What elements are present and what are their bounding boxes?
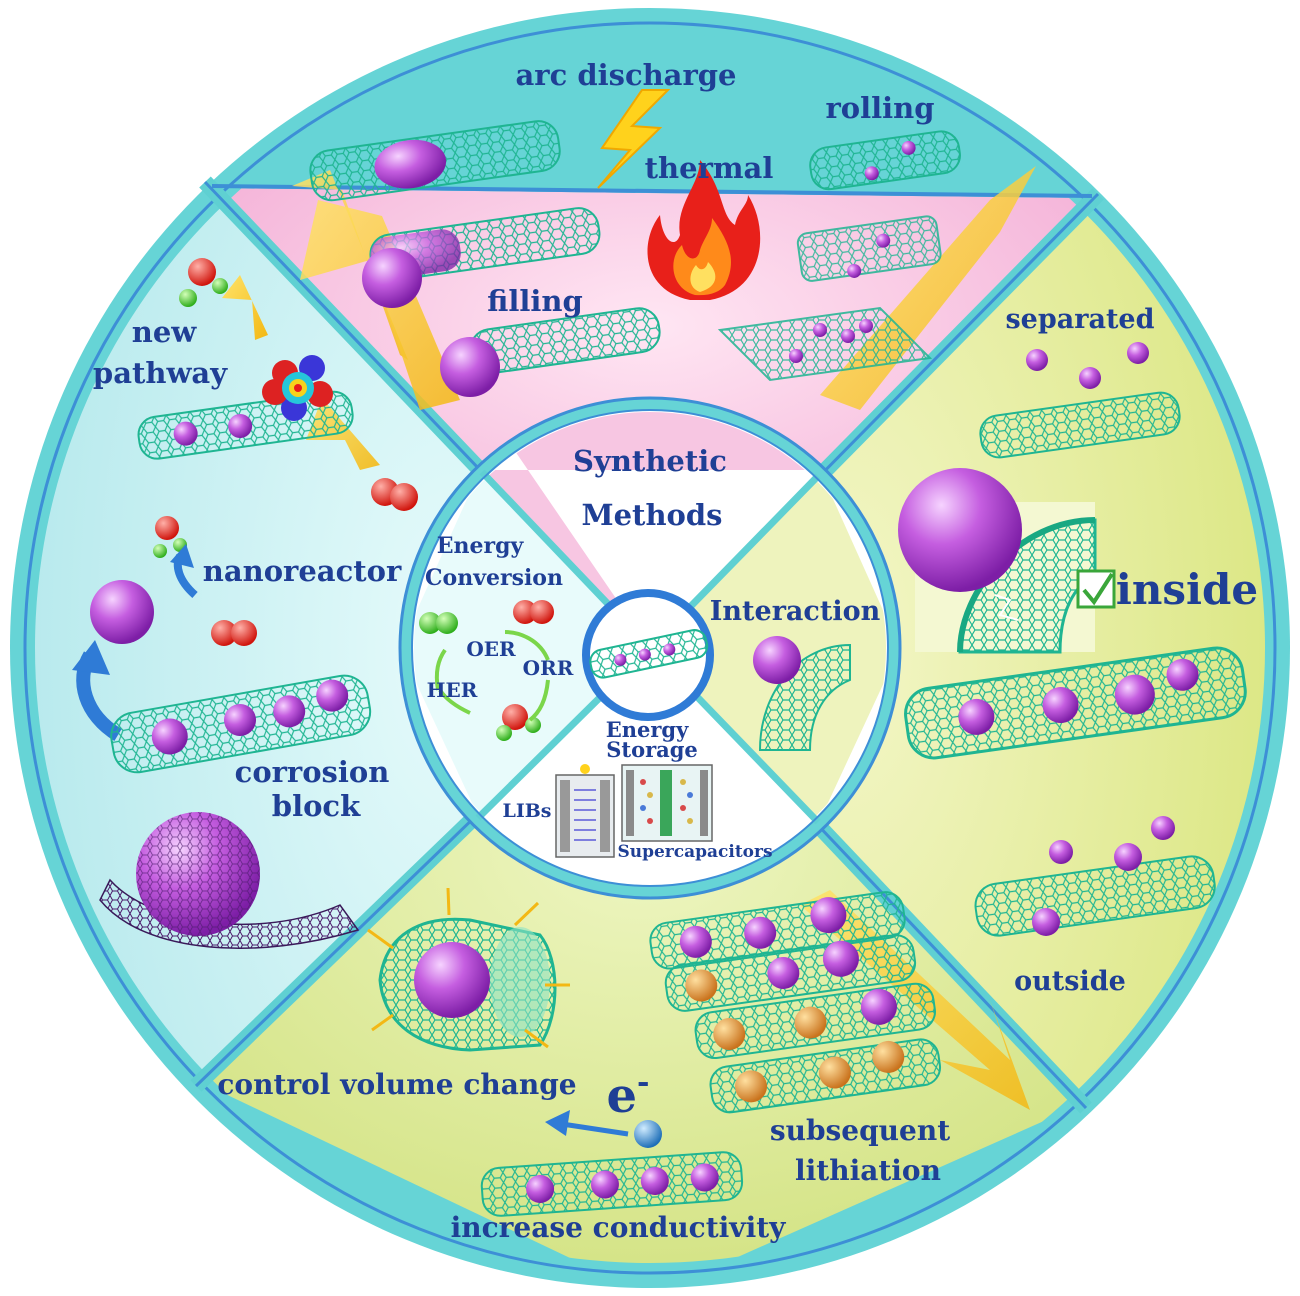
- particle: [90, 580, 154, 644]
- label-energy-storage-2: Storage: [606, 737, 698, 762]
- inside-zoom: [898, 468, 1097, 654]
- compression-arrows: [367, 887, 570, 1049]
- label-orr: ORR: [523, 656, 574, 680]
- label-oer: OER: [466, 637, 516, 661]
- sector-energy-conversion: [35, 33, 650, 1263]
- label-subsequent: subsequent: [770, 1114, 950, 1147]
- label-energy-conversion-1: Energy: [437, 533, 525, 559]
- catalyst-site-icon: [262, 355, 333, 421]
- label-libs: LIBs: [502, 800, 551, 822]
- supercapacitor-icon: [621, 764, 713, 842]
- label-inside: inside: [1116, 565, 1258, 614]
- label-methods: Methods: [582, 498, 723, 532]
- outer-ring-line: [23, 21, 1277, 1275]
- label-rolling: rolling: [825, 91, 934, 125]
- arrow-left-up: [300, 200, 460, 410]
- label-separated: separated: [1005, 304, 1154, 335]
- label-control-volume-change: control volume change: [217, 1068, 576, 1101]
- lib-battery-icon: [555, 764, 615, 858]
- label-pathway: pathway: [93, 356, 228, 390]
- label-energy-storage-1: Energy: [606, 717, 689, 742]
- label-lithiation: lithiation: [795, 1154, 941, 1187]
- label-filling: filling: [487, 284, 583, 318]
- label-outside: outside: [1014, 966, 1126, 997]
- label-increase-conductivity: increase conductivity: [451, 1211, 787, 1244]
- flame-icon: [647, 160, 761, 300]
- lightning-icon: [597, 89, 671, 189]
- label-arc-discharge: arc discharge: [516, 58, 737, 92]
- particle: [440, 337, 500, 397]
- label-her: HER: [427, 678, 478, 702]
- label-energy-conversion-2: Conversion: [425, 565, 563, 591]
- label-new: new: [132, 315, 198, 349]
- electron: [634, 1120, 662, 1148]
- label-block: block: [272, 789, 361, 823]
- label-synthetic: Synthetic: [573, 444, 727, 478]
- particle: [362, 248, 422, 308]
- label-electron: e-: [607, 1065, 650, 1124]
- label-thermal: thermal: [645, 151, 774, 185]
- label-corrosion: corrosion: [235, 755, 390, 789]
- label-interaction: Interaction: [710, 596, 881, 627]
- interaction-mini-icon: [753, 636, 851, 751]
- label-nanoreactor: nanoreactor: [203, 554, 402, 588]
- volume-change-icon: [378, 917, 557, 1052]
- sector-energy-storage: [200, 648, 1080, 1263]
- label-supercapacitors: Supercapacitors: [617, 842, 772, 862]
- center-nanotube: [589, 629, 709, 679]
